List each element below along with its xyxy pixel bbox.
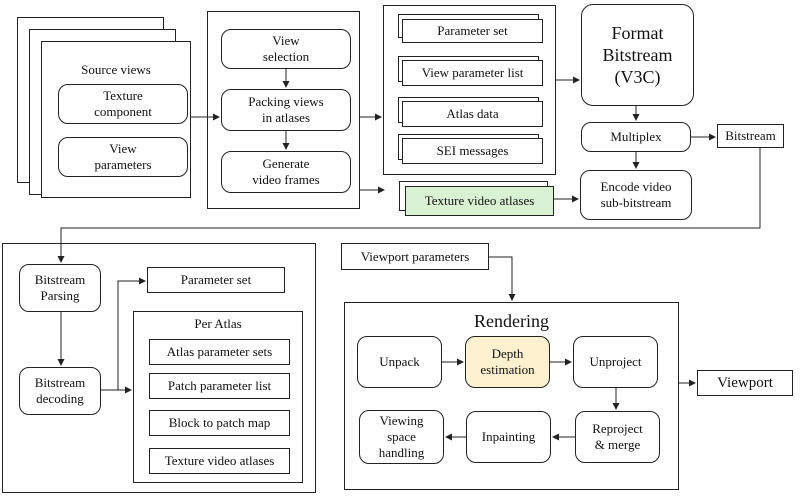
source-views-title: Source views: [81, 62, 151, 77]
parameter-set-box: Parameter set: [402, 19, 543, 43]
atlas-data-box: Atlas data: [402, 101, 543, 127]
viewport-parameters-box: Viewport parameters: [341, 243, 489, 270]
format-bitstream-box: Format Bitstream (V3C): [581, 4, 694, 106]
packing-views-box: Packing views in atlases: [221, 89, 351, 131]
viewing-space-handling-box: Viewing space handling: [359, 410, 444, 464]
per-atlas-title: Per Atlas: [194, 316, 242, 331]
view-selection-box: View selection: [221, 29, 351, 69]
viewport-box: Viewport: [697, 370, 793, 396]
decoder-parameter-set-box: Parameter set: [147, 267, 285, 293]
bitstream-decoding-box: Bitstream decoding: [19, 367, 101, 415]
unpack-box: Unpack: [357, 336, 442, 388]
view-parameters-box: View parameters: [58, 137, 188, 177]
bitstream-box: Bitstream: [717, 124, 784, 148]
rendering-title: Rendering: [474, 311, 549, 331]
bitstream-parsing-box: Bitstream Parsing: [19, 264, 101, 312]
inpainting-box: Inpainting: [466, 411, 551, 463]
unproject-box: Unproject: [573, 336, 658, 388]
texture-video-atlases-top-box: Texture video atlases: [405, 186, 554, 216]
arrow-viewport-params-to-rendering: [489, 256, 516, 301]
sei-messages-box: SEI messages: [402, 138, 543, 164]
texture-component-box: Texture component: [58, 84, 188, 124]
generate-video-frames-box: Generate video frames: [221, 151, 351, 193]
block-to-patch-map-box: Block to patch map: [149, 410, 290, 436]
atlas-parameter-sets-box: Atlas parameter sets: [149, 339, 290, 365]
multiplex-box: Multiplex: [581, 122, 691, 152]
reproject-merge-box: Reproject & merge: [575, 411, 660, 463]
texture-video-atlases-bottom-box: Texture video atlases: [149, 448, 290, 474]
patch-parameter-list-box: Patch parameter list: [149, 373, 290, 399]
view-parameter-list-box: View parameter list: [402, 60, 543, 86]
depth-estimation-box: Depth estimation: [465, 336, 550, 388]
encode-video-box: Encode video sub-bitstream: [580, 170, 692, 220]
